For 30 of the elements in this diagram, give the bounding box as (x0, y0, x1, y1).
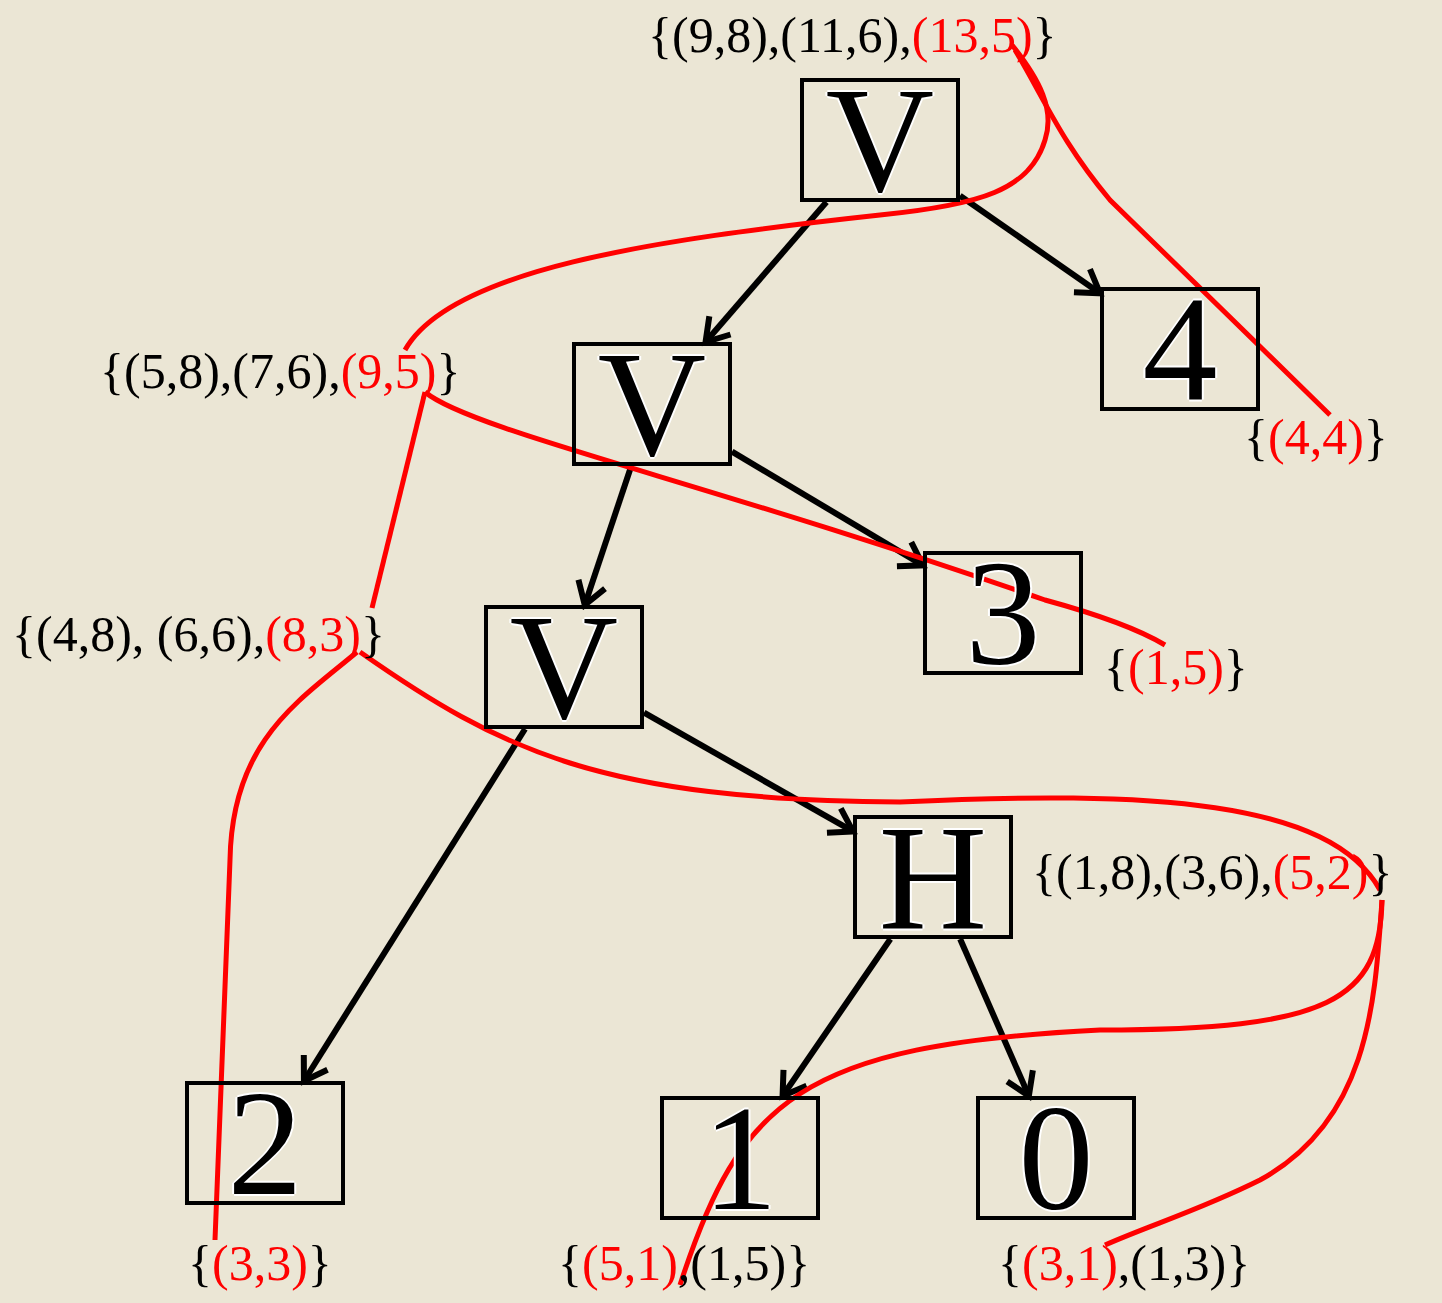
coordinate-set-label: {(1,8),(3,6),(5,2)} (1032, 845, 1393, 900)
coordinate-set-label: {(3,3)} (188, 1236, 332, 1291)
coordinate-set-label: {(5,8),(7,6),(9,5)} (100, 344, 461, 399)
coordinate-set-label: {(4,8), (6,6),(8,3)} (12, 607, 385, 662)
node-label: 0 (1018, 1083, 1094, 1233)
node-label: H (878, 802, 988, 952)
tree-node-box (185, 1081, 345, 1205)
tree-node-box (1100, 287, 1260, 411)
node-label: V (509, 592, 619, 742)
arrow (702, 200, 829, 345)
arrow (958, 193, 1103, 297)
tree-node-box (800, 78, 960, 202)
tree-node-box (976, 1096, 1136, 1220)
arrow (779, 937, 893, 1099)
arrow (730, 449, 926, 570)
tree-node-box (484, 605, 644, 729)
coordinate-set-label: {(1,5)} (1104, 640, 1248, 695)
coordinate-set-label: {(5,1),(1,5)} (558, 1236, 811, 1291)
tree-node-box (572, 342, 732, 466)
arrow (642, 709, 856, 836)
coordinate-set-label: {(9,8),(11,6),(13,5)} (648, 8, 1057, 63)
node-label: 4 (1142, 274, 1218, 424)
tree-node-box (853, 815, 1013, 939)
arrow (957, 937, 1036, 1099)
arrow (300, 727, 528, 1084)
node-label: 2 (227, 1068, 303, 1218)
node-label: V (825, 65, 935, 215)
coordinate-set-label: {(4,4)} (1244, 410, 1388, 465)
coordinate-set-label: {(3,1),(1,3)} (998, 1236, 1251, 1291)
node-label: V (597, 329, 707, 479)
